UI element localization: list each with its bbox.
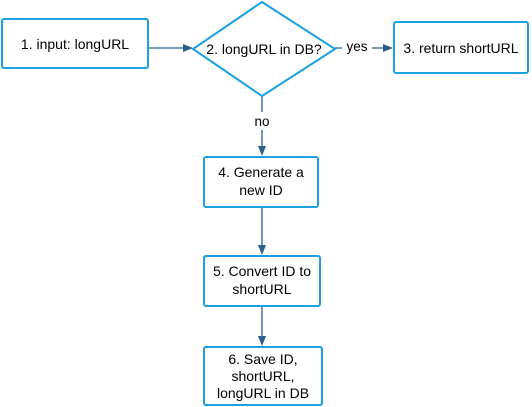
node-convert-line-1: 5. Convert ID to — [213, 263, 311, 279]
edge-input-to-check — [148, 44, 193, 52]
edge-label-no: no — [254, 114, 269, 129]
node-return-line-1: 3. return shortURL — [403, 40, 518, 56]
node-save-line-1: 6. Save ID, — [228, 351, 297, 367]
node-save: 6. Save ID, shortURL, longURL in DB — [203, 346, 323, 406]
edge-label-yes: yes — [346, 39, 367, 54]
node-check-line-1: 2. longURL in DB? — [206, 41, 322, 57]
node-check-decision: 2. longURL in DB? — [191, 0, 337, 98]
node-save-line-3: longURL in DB — [217, 385, 309, 401]
node-return: 3. return shortURL — [393, 21, 529, 74]
edge-generate-to-convert — [258, 207, 266, 255]
node-input-line-1: 1. input: longURL — [21, 36, 129, 52]
node-save-line-2: shortURL, — [231, 368, 294, 384]
node-generate-line-2: new ID — [239, 182, 283, 198]
edge-convert-to-save — [258, 306, 266, 346]
node-convert-line-2: shortURL — [232, 281, 291, 297]
node-generate: 4. Generate a new ID — [203, 156, 319, 208]
node-input: 1. input: longURL — [1, 18, 149, 69]
node-generate-line-1: 4. Generate a — [218, 164, 304, 180]
node-convert: 5. Convert ID to shortURL — [203, 255, 321, 307]
